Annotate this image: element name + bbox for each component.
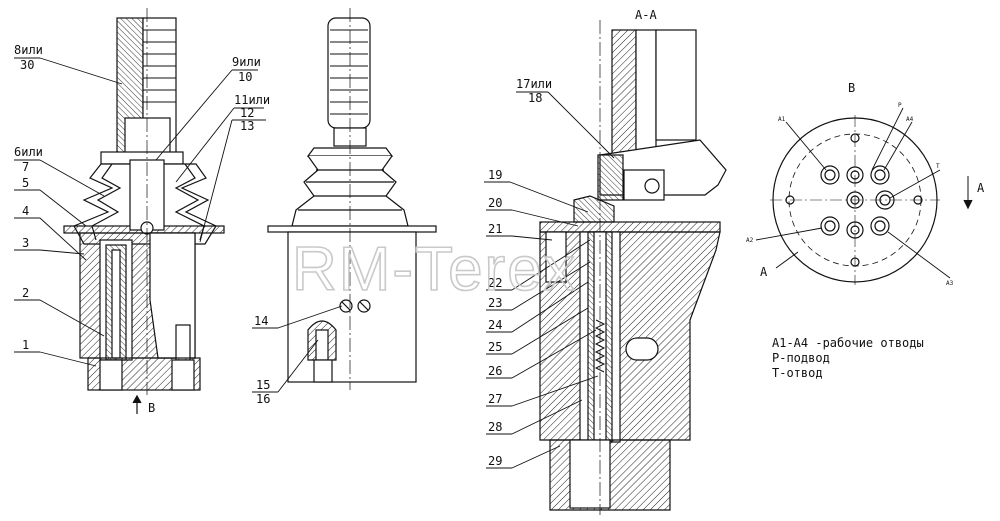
label-25: 25 <box>488 340 502 354</box>
label-30: 30 <box>20 58 34 72</box>
section-arrow-label-left: A <box>760 265 768 279</box>
label-14: 14 <box>254 314 268 328</box>
label-15: 15 <box>256 378 270 392</box>
section-arrow-label-right: A <box>977 181 985 195</box>
legend-line-supply: Р-подвод <box>772 351 830 365</box>
callout-labels: 8или 30 9или 10 11или 12 13 6или 7 5 4 3… <box>14 8 985 468</box>
label-9: 9или <box>232 55 261 69</box>
label-16: 16 <box>256 392 270 406</box>
port-a2-label: A2 <box>746 237 754 244</box>
label-12: 12 <box>240 106 254 120</box>
label-20: 20 <box>488 196 502 210</box>
legend: А1-А4 -рабочие отводы Р-подвод Т-отвод <box>772 336 924 381</box>
label-2: 2 <box>22 286 29 300</box>
label-26: 26 <box>488 364 502 378</box>
legend-line-working-ports: А1-А4 -рабочие отводы <box>772 336 924 350</box>
view-b-arrow-label: B <box>148 401 155 415</box>
view-b-title: B <box>848 81 855 95</box>
label-5: 5 <box>22 176 29 190</box>
label-1: 1 <box>22 338 29 352</box>
port-t-label: T <box>936 163 940 170</box>
label-8: 8или <box>14 43 43 57</box>
label-6: 6или <box>14 145 43 159</box>
label-21: 21 <box>488 222 502 236</box>
port-a4-label: A4 <box>906 116 914 123</box>
label-19: 19 <box>488 168 502 182</box>
label-11: 11или <box>234 93 270 107</box>
port-p-label: P <box>898 102 902 109</box>
external-view <box>267 8 437 390</box>
section-title: А-А <box>635 8 657 22</box>
label-10: 10 <box>238 70 252 84</box>
bottom-view-b <box>755 107 973 285</box>
label-18: 18 <box>528 91 542 105</box>
port-a3-label: A3 <box>946 280 954 287</box>
legend-line-drain: Т-отвод <box>772 366 823 380</box>
section-view-aa <box>539 20 727 515</box>
callout-leaders <box>14 57 615 469</box>
label-22: 22 <box>488 276 502 290</box>
label-3: 3 <box>22 236 29 250</box>
port-a1-label: A1 <box>778 116 786 123</box>
label-7: 7 <box>22 160 29 174</box>
label-29: 29 <box>488 454 502 468</box>
label-17: 17или <box>516 77 552 91</box>
label-24: 24 <box>488 318 502 332</box>
label-23: 23 <box>488 296 502 310</box>
label-27: 27 <box>488 392 502 406</box>
label-13: 13 <box>240 119 254 133</box>
label-4: 4 <box>22 204 29 218</box>
label-28: 28 <box>488 420 502 434</box>
watermark: RM-Terex <box>292 235 577 304</box>
section-view-left <box>63 8 225 414</box>
